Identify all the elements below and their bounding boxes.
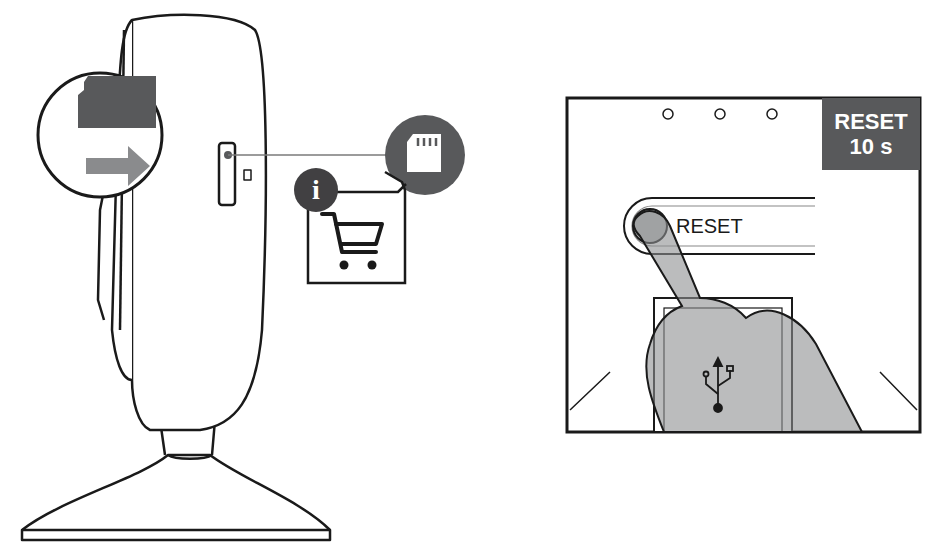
leader-line — [228, 154, 388, 156]
magnifier-circle — [38, 73, 162, 197]
sd-card — [78, 76, 156, 128]
camera-body — [22, 15, 330, 540]
button-label: RESET — [676, 216, 743, 236]
hand — [634, 211, 862, 432]
reset-panel — [567, 98, 920, 432]
sd-icon — [407, 134, 441, 172]
timer-badge: RESET 10 s — [822, 98, 920, 170]
cart-icon — [322, 214, 382, 252]
insert-arrow — [86, 146, 150, 186]
info-glyph: i — [312, 176, 320, 204]
led-holes — [663, 109, 777, 119]
usb-symbol — [704, 358, 734, 412]
info-badge — [294, 168, 338, 212]
timer-text: RESET 10 s — [826, 109, 916, 160]
